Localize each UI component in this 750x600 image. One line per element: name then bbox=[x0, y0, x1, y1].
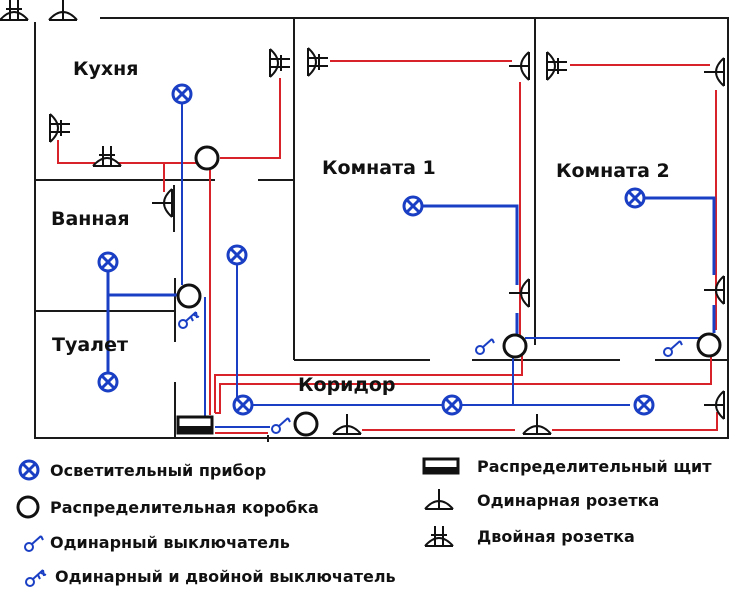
legend: Осветительный прибор Распределительная к… bbox=[16, 457, 712, 587]
room-label-bathroom: Ванная bbox=[51, 208, 130, 230]
room-label-kitchen: Кухня bbox=[73, 58, 139, 80]
legend-double-socket: Двойная розетка bbox=[477, 527, 635, 546]
legend-junction-box: Распределительная коробка bbox=[50, 498, 319, 517]
stray-socket-2 bbox=[48, 0, 78, 21]
room-label-room1: Комната 1 bbox=[322, 157, 436, 179]
room-label-room2: Комната 2 bbox=[556, 160, 670, 182]
legend-lamp: Осветительный прибор bbox=[50, 461, 266, 480]
legend-double-switch: Одинарный и двойной выключатель bbox=[55, 567, 396, 586]
legend-single-socket: Одинарная розетка bbox=[477, 491, 659, 510]
legend-single-switch: Одинарный выключатель bbox=[50, 533, 290, 552]
distribution-panel bbox=[176, 415, 214, 435]
stray-socket-1 bbox=[0, 0, 29, 21]
walls bbox=[34, 17, 729, 442]
double-switch-icon bbox=[25, 569, 47, 587]
lighting-wiring bbox=[106, 103, 716, 431]
panel-icon bbox=[422, 457, 460, 475]
double-socket-icon bbox=[424, 525, 454, 547]
switches bbox=[178, 311, 683, 434]
room-label-corridor: Коридор bbox=[298, 374, 396, 396]
lamp-icon bbox=[18, 459, 40, 481]
room-label-toilet: Туалет bbox=[52, 334, 128, 356]
single-switch-icon bbox=[24, 535, 44, 552]
single-socket-icon bbox=[424, 488, 454, 510]
junction-boxes bbox=[176, 145, 722, 437]
legend-panel: Распределительный щит bbox=[477, 457, 712, 476]
junction-box-icon bbox=[16, 495, 40, 519]
